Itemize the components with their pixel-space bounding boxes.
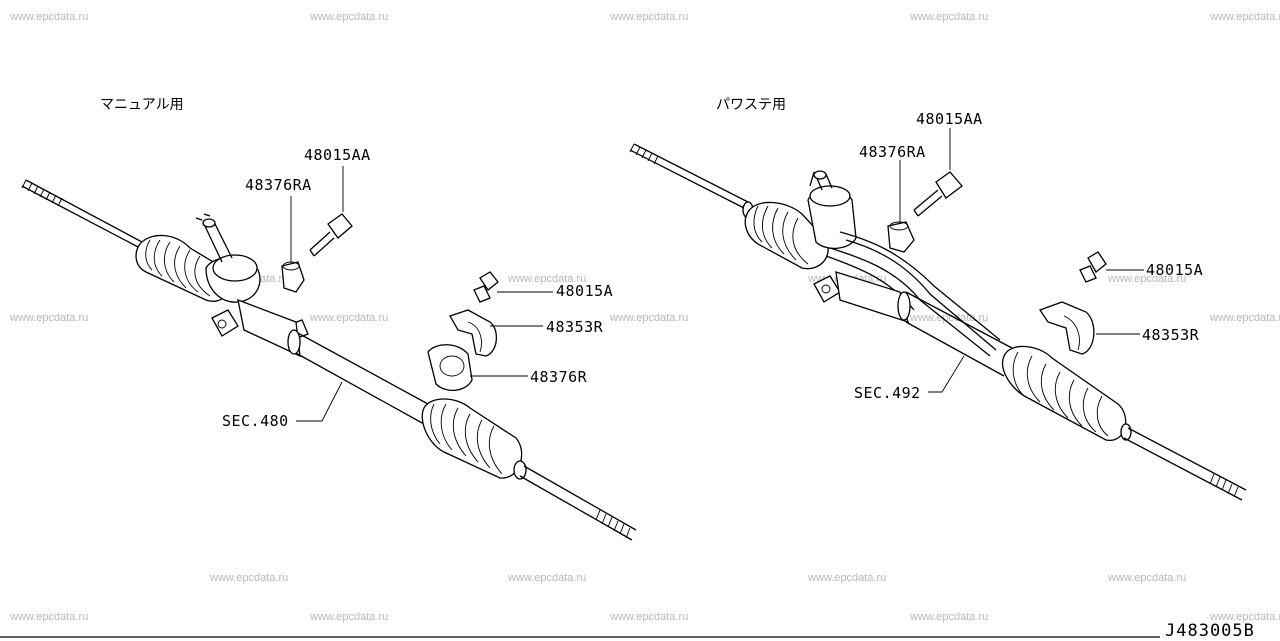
right-bolt-48015aa [913,171,963,217]
right-clamp-48353r [1039,301,1095,355]
watermark: www.epcdata.ru [1210,611,1280,623]
watermark: www.epcdata.ru [10,312,89,324]
diagram-code: J483005B [1165,621,1255,641]
right-callout-48015a: 48015A [1146,261,1204,279]
watermark: www.epcdata.ru [808,572,887,584]
left-callout-48376r: 48376R [530,368,588,386]
left-callout-48015a: 48015A [556,282,614,300]
watermark: www.epcdata.ru [910,11,989,23]
left-bushing-48376r [427,344,473,391]
watermark: www.epcdata.ru [310,11,389,23]
right-callout-sec492: SEC.492 [854,384,921,402]
left-callout-48376ra: 48376RA [245,176,312,194]
left-bolt-48015a [473,271,499,303]
watermark: www.epcdata.ru [508,572,587,584]
left-callout-48353r: 48353R [546,318,604,336]
watermark: www.epcdata.ru [210,572,289,584]
right-bolt-48015a [1079,251,1107,283]
right-callout-48376ra: 48376RA [859,143,926,161]
right-leader-lines [899,128,1144,393]
left-steering-rack [21,179,637,541]
watermark: www.epcdata.ru [310,611,389,623]
watermark: www.epcdata.ru [310,312,389,324]
watermark: www.epcdata.ru [1210,312,1280,324]
watermark: www.epcdata.ru [1108,273,1187,285]
watermark: www.epcdata.ru [508,273,587,285]
right-insulator-48376ra [887,221,915,253]
watermark: www.epcdata.ru [610,312,689,324]
watermark: www.epcdata.ru [610,611,689,623]
left-callout-48015aa: 48015AA [304,146,371,164]
left-bolt-48015aa [309,213,353,257]
left-leader-lines [290,166,553,422]
left-assembly-title: マニュアル用 [100,97,184,113]
left-callout-sec480: SEC.480 [222,412,289,430]
watermark: www.epcdata.ru [610,11,689,23]
left-clamp-48353r [449,309,497,357]
watermark: www.epcdata.ru [10,11,89,23]
watermark: www.epcdata.ru [10,611,89,623]
right-callout-48353r: 48353R [1142,326,1200,344]
watermark: www.epcdata.ru [1108,572,1187,584]
left-insulator-48376ra [281,261,305,293]
right-callout-48015aa: 48015AA [916,110,983,128]
right-steering-rack [629,143,1247,501]
watermark: www.epcdata.ru [910,611,989,623]
watermark: www.epcdata.ru [1210,11,1280,23]
right-assembly-title: パワステ用 [716,97,786,113]
